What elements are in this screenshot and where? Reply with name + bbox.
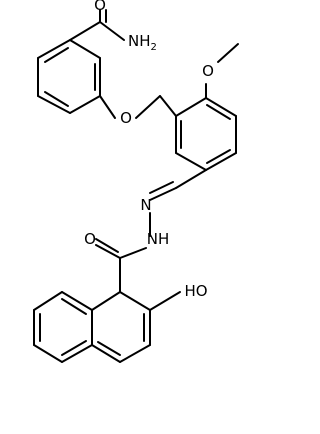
ether-oxygen-label: O (120, 109, 132, 127)
amide-oxygen-label: O (94, 0, 106, 14)
hydrazone-nitrogen-label: N (140, 196, 151, 214)
hydroxyl-group (149, 291, 181, 311)
ether-linkage (99, 95, 177, 119)
hydrazide-carbonyl (95, 238, 121, 293)
methoxy-group (205, 43, 239, 99)
hydrazide-nh-label: NH (147, 230, 170, 248)
amide-nitrogen-subscript: 2 (151, 42, 157, 53)
hydroxyl-label: HO (184, 282, 207, 300)
amide-nitrogen-label-text: NH (128, 32, 151, 50)
amide-nitrogen-label: NH2 (128, 32, 157, 53)
methoxy-oxygen-label: O (202, 62, 214, 80)
carbonyl-oxygen-label: O (84, 230, 96, 248)
naphthalene-ring-system (33, 291, 151, 363)
carboxamide-group (69, 9, 125, 41)
benzamide-ring (37, 39, 101, 114)
methoxy-phenyl-ring (175, 97, 237, 171)
molecule-structure-diagram: O NH2 O O N NH O HO (33, 0, 239, 363)
hydrazone-linker (119, 169, 207, 259)
